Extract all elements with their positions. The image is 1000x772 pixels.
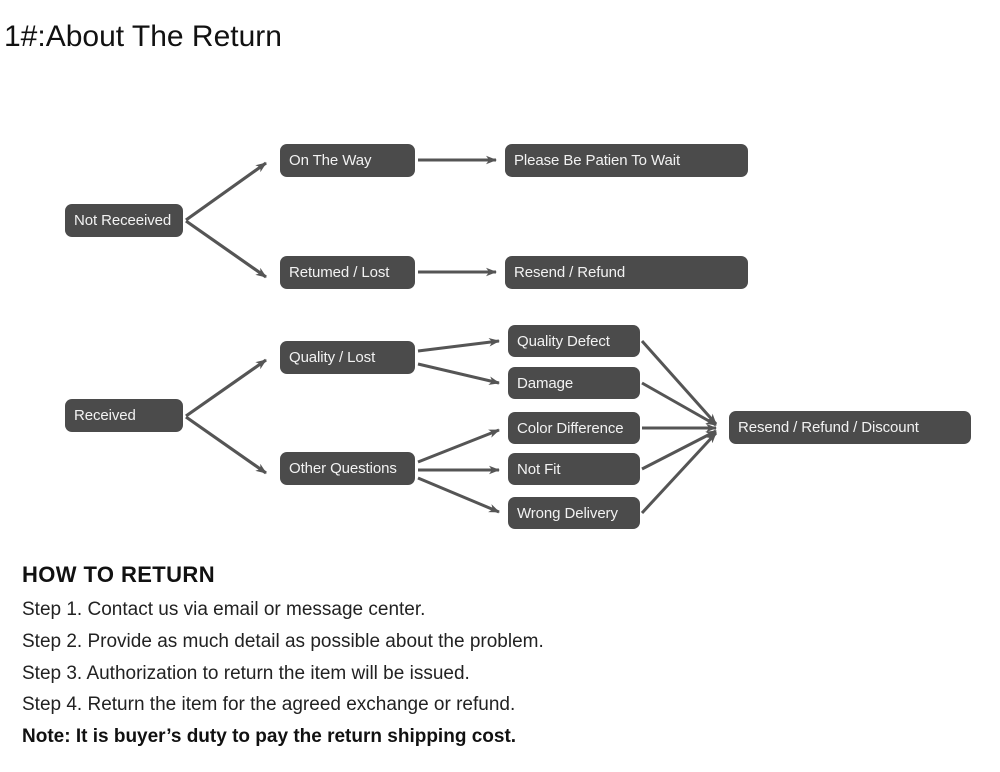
node-wrong-delivery[interactable]: Wrong Delivery — [508, 497, 640, 529]
node-not-received[interactable]: Not Receeived — [65, 204, 183, 237]
node-received[interactable]: Received — [65, 399, 183, 432]
arrow-notfit-outcome — [641, 429, 717, 471]
node-other-questions[interactable]: Other Questions — [280, 452, 415, 485]
node-damage[interactable]: Damage — [508, 367, 640, 399]
return-flowchart: Not Receeived On The Way Retumed / Lost … — [65, 144, 971, 529]
arrow-qualitydefect-outcome — [640, 340, 718, 425]
node-resend-refund[interactable]: Resend / Refund — [505, 256, 748, 289]
flowchart-arrows — [185, 155, 718, 515]
node-resend-refund-discount[interactable]: Resend / Refund / Discount — [729, 411, 971, 444]
how-to-step-2: Step 2. Provide as much detail as possib… — [22, 630, 544, 652]
arrow-qualitylost-qualitydefect — [417, 337, 500, 353]
node-quality-defect[interactable]: Quality Defect — [508, 325, 640, 357]
node-quality-lost[interactable]: Quality / Lost — [280, 341, 415, 374]
how-to-return-section: HOW TO RETURN Step 1. Contact us via ema… — [22, 560, 982, 753]
how-to-step-4: Step 4. Return the item for the agreed e… — [22, 694, 516, 716]
how-to-step-3: Step 3. Authorization to return the item… — [22, 662, 470, 684]
node-not-fit[interactable]: Not Fit — [508, 453, 640, 485]
node-returned-lost[interactable]: Retumed / Lost — [280, 256, 415, 289]
node-color-difference[interactable]: Color Difference — [508, 412, 640, 444]
arrow-otherquestions-colordifference — [417, 428, 500, 464]
node-please-be-patient-to-wait[interactable]: Please Be Patien To Wait — [505, 144, 748, 177]
arrow-received-otherquestions — [185, 415, 267, 475]
node-on-the-way[interactable]: On The Way — [280, 144, 415, 177]
arrow-wrongdelivery-outcome — [640, 431, 718, 515]
how-to-step-1: Step 1. Contact us via email or message … — [22, 598, 426, 620]
arrow-notreceived-returnedlost — [185, 219, 267, 279]
arrow-otherquestions-wrongdelivery — [417, 476, 500, 514]
arrow-received-qualitylost — [185, 358, 267, 418]
arrow-qualitylost-damage — [417, 362, 500, 385]
arrow-damage-outcome — [641, 381, 717, 427]
how-to-return-heading: HOW TO RETURN — [22, 562, 216, 587]
how-to-note: Note: It is buyer’s duty to pay the retu… — [22, 726, 517, 748]
arrow-notreceived-ontheway — [185, 161, 267, 222]
page-title: 1#:About The Return — [4, 20, 282, 53]
